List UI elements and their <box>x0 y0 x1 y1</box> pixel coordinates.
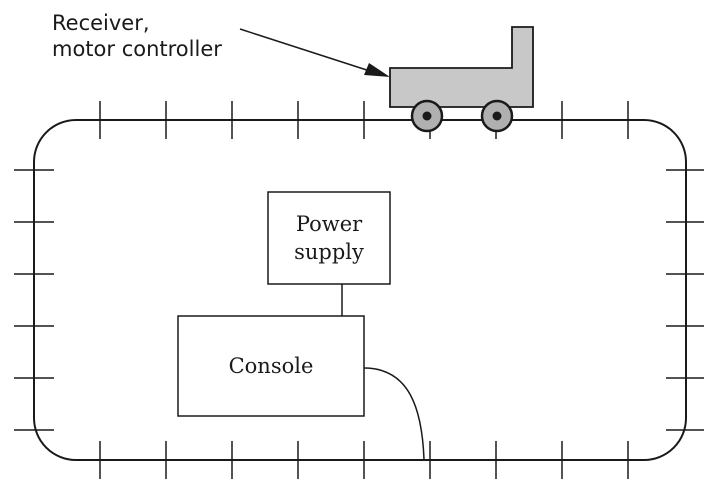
console-box <box>177 315 365 417</box>
receiver-label-line2: motor controller <box>52 37 222 61</box>
locomotive <box>389 26 534 133</box>
receiver-label: Receiver, motor controller <box>52 10 222 62</box>
track-sleepers-left <box>14 169 54 431</box>
power-supply-label-line1: Power <box>295 212 363 236</box>
power-supply-box <box>267 191 391 285</box>
receiver-label-line1: Receiver, <box>52 11 150 35</box>
track-loop <box>33 119 687 461</box>
power-supply-label: Power supply <box>268 210 390 266</box>
locomotive-body <box>389 26 534 108</box>
console-track-cable <box>363 367 425 460</box>
track-sleepers-bottom <box>99 441 629 479</box>
arrowhead <box>364 63 390 77</box>
wheel-rear-axle <box>492 111 502 121</box>
track-sleepers-top <box>99 101 629 139</box>
power-supply-label-line2: supply <box>294 240 364 264</box>
callout-arrow <box>239 28 390 77</box>
wheel-front-axle <box>422 111 432 121</box>
console-label: Console <box>228 354 314 378</box>
track-sleepers-right <box>666 169 704 431</box>
